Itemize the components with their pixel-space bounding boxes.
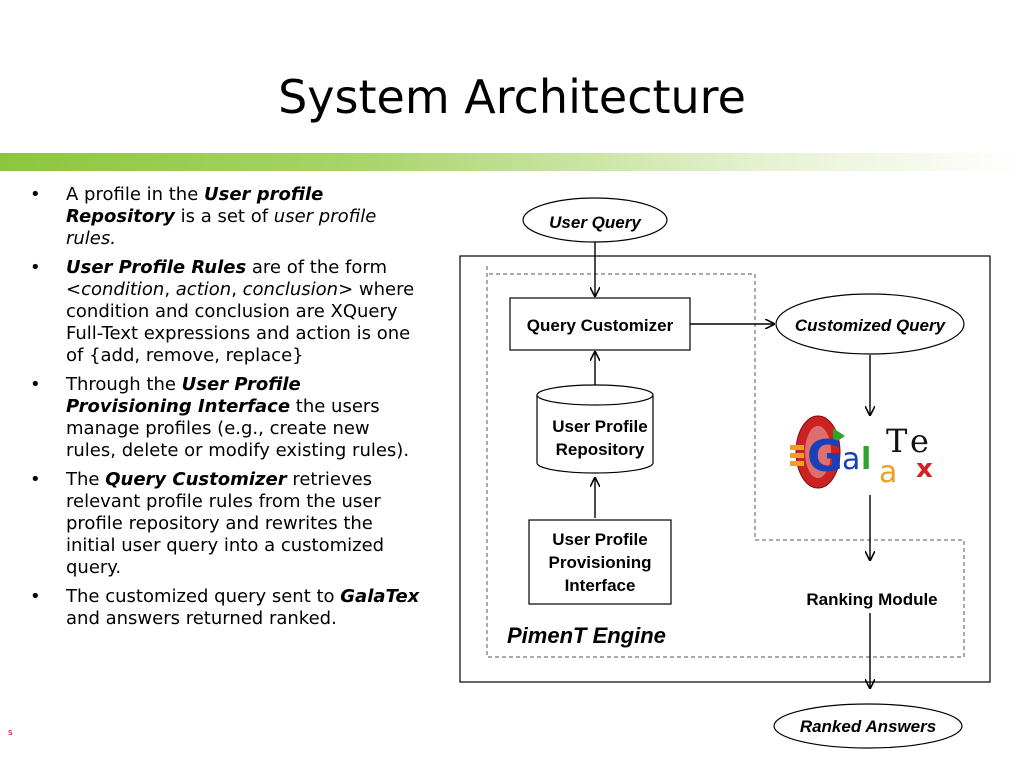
bullet-item: • The customized query sent to GalaTex an… bbox=[30, 586, 420, 630]
bullet-marker: • bbox=[30, 257, 41, 278]
bullet-text-run: GalaTex bbox=[340, 586, 420, 607]
bullet-item: • A profile in the User profile Repositor… bbox=[30, 184, 420, 250]
galatex-letter-l: l bbox=[861, 442, 871, 477]
user-profile-repository-node: User Profile Repository bbox=[536, 384, 654, 474]
bullet-item: • The Query Customizer retrieves relevant… bbox=[30, 469, 420, 579]
ranked-answers-label: Ranked Answers bbox=[800, 717, 936, 736]
galatex-letter-g: G bbox=[807, 431, 843, 482]
repository-label-line1: User Profile bbox=[552, 417, 647, 436]
bullet-text-run: > where condition and conclusion are XQu… bbox=[66, 279, 415, 366]
bullet-text-run: Query Customizer bbox=[105, 469, 287, 490]
bullet-text-run: conclusion bbox=[242, 279, 339, 300]
user-query-node: User Query bbox=[522, 197, 668, 243]
customized-query-node: Customized Query bbox=[775, 293, 965, 355]
user-query-label: User Query bbox=[549, 213, 642, 232]
bullet-text-run: User Profile Rules bbox=[66, 257, 247, 278]
bullet-list: • A profile in the User profile Repositor… bbox=[30, 184, 420, 637]
provisioning-label-line1: User Profile bbox=[552, 530, 647, 549]
bullet-text-run: , bbox=[164, 279, 176, 300]
galatex-letter-x: x bbox=[916, 454, 933, 484]
bullet-text-run: condition bbox=[81, 279, 165, 300]
bullet-text-run: the users manage profiles (e.g., create … bbox=[66, 396, 410, 461]
bullet-marker: • bbox=[30, 184, 41, 205]
ranked-answers-node: Ranked Answers bbox=[773, 703, 963, 749]
customized-query-label: Customized Query bbox=[795, 316, 947, 335]
bullet-marker: • bbox=[30, 586, 41, 607]
bullet-text-run: A profile in the bbox=[66, 184, 205, 205]
bullet-text-run: The bbox=[66, 469, 106, 490]
bullet-text-run: The customized query sent to bbox=[66, 586, 341, 607]
galatex-letter-a1: a bbox=[842, 442, 860, 477]
repository-label-line2: Repository bbox=[556, 440, 645, 459]
bullet-marker: • bbox=[30, 469, 41, 490]
engine-label: PimenT Engine bbox=[507, 623, 666, 648]
bullet-text-run: user profile rules. bbox=[66, 206, 377, 249]
bullet-text-run: action bbox=[175, 279, 232, 300]
galatex-letter-e: e bbox=[910, 422, 929, 460]
bullet-item: • Through the User Profile Provisioning I… bbox=[30, 374, 420, 462]
bullet-text-run: Through the bbox=[66, 374, 182, 395]
slide-title: System Architecture bbox=[278, 70, 746, 124]
bullet-text-run: and answers returned ranked. bbox=[66, 608, 337, 629]
galatex-letter-t: T bbox=[886, 422, 908, 460]
title-accent-bar bbox=[0, 153, 1024, 171]
bullet-text-run: is a set of bbox=[174, 206, 274, 227]
galatex-logo: G a l a T e x bbox=[790, 415, 933, 490]
bullet-text-run: User Profile Provisioning Interface bbox=[66, 374, 301, 417]
query-customizer-label: Query Customizer bbox=[527, 316, 674, 335]
bullet-text-run: are of the form < bbox=[66, 257, 388, 300]
bullet-text-run: , bbox=[231, 279, 243, 300]
provisioning-label-line3: Interface bbox=[565, 576, 636, 595]
architecture-diagram: User Query Query Customizer Customized Q… bbox=[459, 197, 991, 749]
bullet-text-run: User profile Repository bbox=[66, 184, 324, 227]
system-frame bbox=[459, 255, 991, 683]
bullet-item: • User Profile Rules are of the form <con… bbox=[30, 257, 420, 367]
galatex-letter-a2: a bbox=[879, 455, 897, 490]
provisioning-label-line2: Provisioning bbox=[549, 553, 652, 572]
bullet-text-run: retrieves relevant profile rules from th… bbox=[66, 469, 385, 578]
ranking-module-label: Ranking Module bbox=[806, 590, 937, 609]
query-customizer-node: Query Customizer bbox=[509, 297, 691, 351]
provisioning-interface-node: User Profile Provisioning Interface bbox=[528, 519, 672, 605]
corner-mark: s bbox=[8, 728, 13, 738]
engine-boundary bbox=[486, 266, 965, 658]
bullet-marker: • bbox=[30, 374, 41, 395]
